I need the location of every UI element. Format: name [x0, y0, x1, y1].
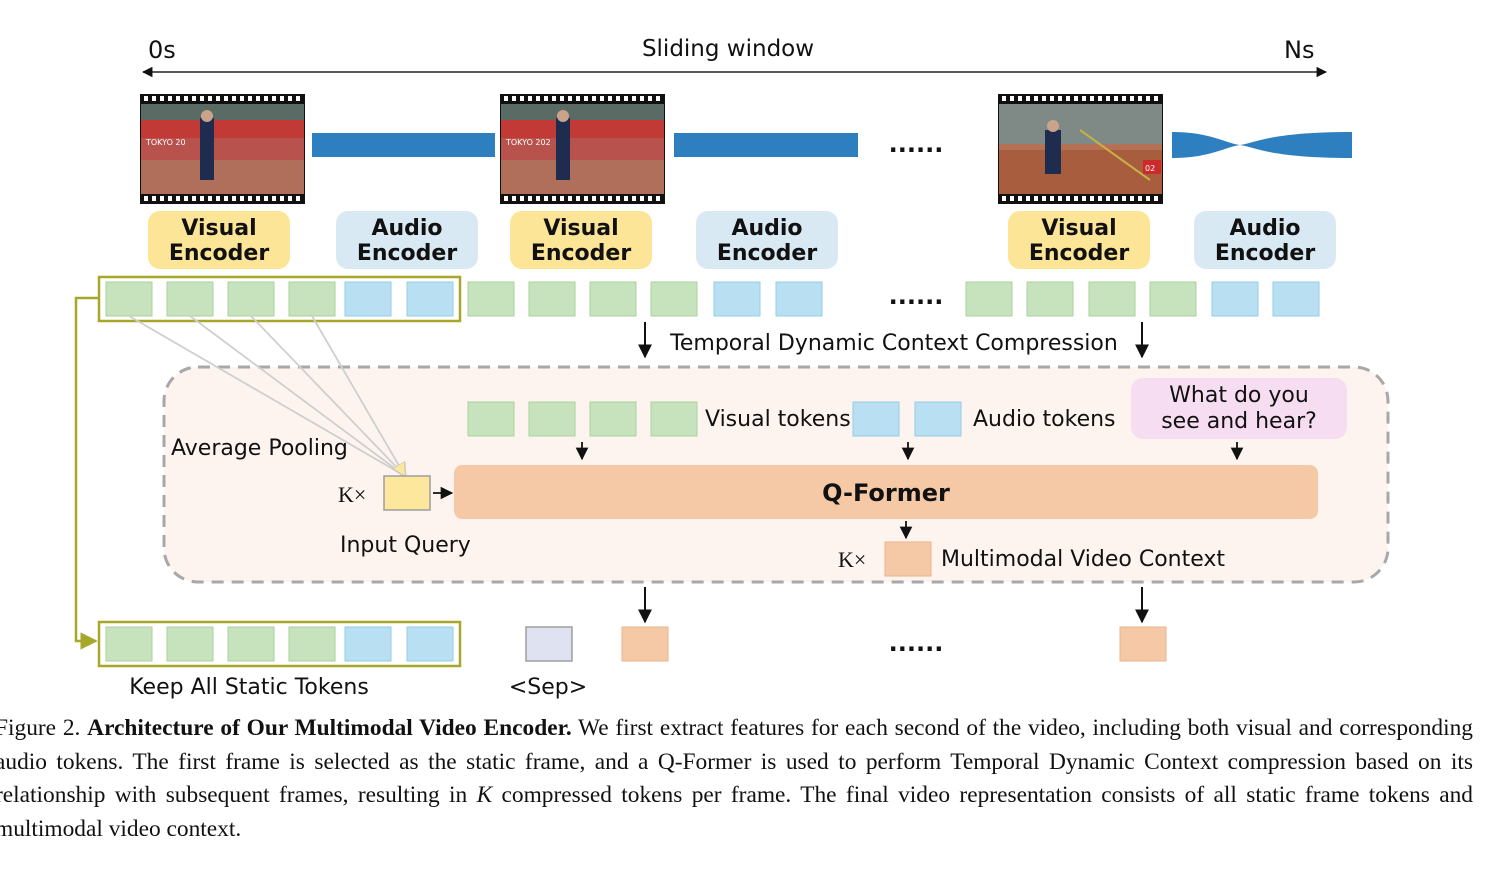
visual-token [528, 281, 576, 317]
prompt-box: What do you see and hear? [1131, 378, 1347, 439]
visual-encoder-2: Visual Encoder [510, 211, 652, 269]
audio-token [775, 281, 823, 317]
multimodal-context-label: Multimodal Video Context [941, 547, 1225, 572]
visual-token [1026, 281, 1074, 317]
figure-caption: Figure 2. Architecture of Our Multimodal… [0, 712, 1473, 846]
audio-encoder-2: Audio Encoder [696, 211, 838, 269]
audio-waveform-3 [1172, 132, 1352, 158]
token-row: ...... [97, 275, 1320, 323]
film-perforations-frame-2 [504, 96, 660, 201]
caption-body-1: We first extract features for each secon… [0, 715, 1474, 808]
visual-token [965, 281, 1013, 317]
film-perforations-frame-3 [1002, 96, 1158, 201]
frame-3-score-text: 02 [1145, 164, 1155, 173]
keep-static-tokens-label: Keep All Static Tokens [129, 675, 369, 700]
audio-encoder-1-line-2: Encoder [357, 241, 458, 266]
video-frame-3: 02 [998, 94, 1163, 204]
panel-visual-token [467, 401, 515, 437]
static-audio-token [344, 626, 392, 662]
caption-variable-k: K [476, 782, 493, 808]
panel-audio-token [914, 401, 962, 437]
audio-token [344, 281, 392, 317]
panel-visual-token [528, 401, 576, 437]
audio-encoder-3-line-2: Encoder [1215, 241, 1316, 266]
frame-2-banner-text: TOKYO 202 [505, 138, 551, 147]
visual-encoder-1-line-1: Visual [181, 216, 256, 241]
panel-visual-token [650, 401, 698, 437]
visual-token [166, 281, 214, 317]
separator-label: <Sep> [509, 675, 587, 700]
separator-token [525, 626, 573, 662]
token-row-ellipsis: ...... [889, 282, 944, 310]
caption-title: Architecture of Our Multimodal Video Enc… [87, 715, 572, 741]
caption-label: Figure 2. [0, 715, 81, 741]
visual-encoder-3-line-1: Visual [1041, 216, 1116, 241]
visual-encoder-2-line-2: Encoder [531, 241, 632, 266]
qformer-block: Q-Former [454, 465, 1318, 519]
query-k-multiplier: K× [338, 482, 366, 507]
visual-encoder-1: Visual Encoder [148, 211, 290, 269]
panel-audio-token [852, 401, 900, 437]
visual-token [467, 281, 515, 317]
visual-encoder-1-line-2: Encoder [169, 241, 270, 266]
prompt-line-1: What do you [1169, 383, 1309, 408]
audio-tokens-label: Audio tokens [973, 407, 1116, 432]
compressed-context-token [621, 626, 669, 662]
audio-encoder-3: Audio Encoder [1194, 211, 1336, 269]
audio-encoder-1: Audio Encoder [336, 211, 478, 269]
audio-token [406, 281, 454, 317]
static-visual-token [227, 626, 275, 662]
visual-tokens-label: Visual tokens [705, 407, 851, 432]
visual-encoder-2-line-1: Visual [543, 216, 618, 241]
average-pooling-lines [128, 315, 405, 476]
frame-1-banner-text: TOKYO 20 [145, 138, 186, 147]
static-tokens-connector [74, 296, 99, 650]
qformer-label: Q-Former [822, 479, 950, 507]
visual-token [589, 281, 637, 317]
static-token-output-box [97, 620, 462, 668]
multimodal-context-token [884, 541, 932, 577]
video-frame-1: TOKYO 20 [140, 94, 305, 204]
average-pooling-label: Average Pooling [171, 436, 348, 461]
video-frame-2: TOKYO 202 [500, 94, 665, 204]
visual-token [227, 281, 275, 317]
static-visual-token [105, 626, 153, 662]
sliding-window-timeline: 0s Sliding window Ns [141, 36, 1328, 78]
bottom-ellipsis: ...... [889, 629, 944, 657]
visual-token [288, 281, 336, 317]
caption-body-2: compressed tokens per frame. The final v… [0, 782, 1473, 842]
audio-encoder-1-line-1: Audio [371, 216, 442, 241]
timeline-start-label: 0s [148, 36, 176, 64]
panel-visual-token [589, 401, 637, 437]
input-query-token [383, 475, 431, 511]
visual-token [1088, 281, 1136, 317]
audio-encoder-3-line-1: Audio [1229, 216, 1300, 241]
visual-encoder-3-line-2: Encoder [1029, 241, 1130, 266]
static-visual-token [166, 626, 214, 662]
visual-token [650, 281, 698, 317]
tdcc-label: Temporal Dynamic Context Compression [669, 331, 1118, 356]
architecture-diagram: 0s Sliding window Ns TOKYO 20 TOKYO 202 … [74, 36, 1390, 700]
static-audio-token [406, 626, 454, 662]
prompt-line-2: see and hear? [1161, 409, 1317, 434]
audio-token [713, 281, 761, 317]
context-k-multiplier: K× [838, 547, 866, 572]
visual-encoder-3: Visual Encoder [1008, 211, 1150, 269]
timeline-end-label: Ns [1284, 36, 1314, 64]
static-visual-token [288, 626, 336, 662]
top-ellipsis: ...... [889, 130, 944, 158]
input-query-label: Input Query [340, 533, 471, 558]
visual-token [1149, 281, 1197, 317]
film-perforations-frame-1 [144, 96, 300, 201]
audio-encoder-2-line-2: Encoder [717, 241, 818, 266]
audio-encoder-2-line-1: Audio [731, 216, 802, 241]
audio-token [1272, 281, 1320, 317]
visual-token [105, 281, 153, 317]
timeline-title: Sliding window [642, 36, 814, 62]
compressed-context-token [1119, 626, 1167, 662]
static-token-group-box [97, 275, 462, 323]
audio-token [1211, 281, 1259, 317]
